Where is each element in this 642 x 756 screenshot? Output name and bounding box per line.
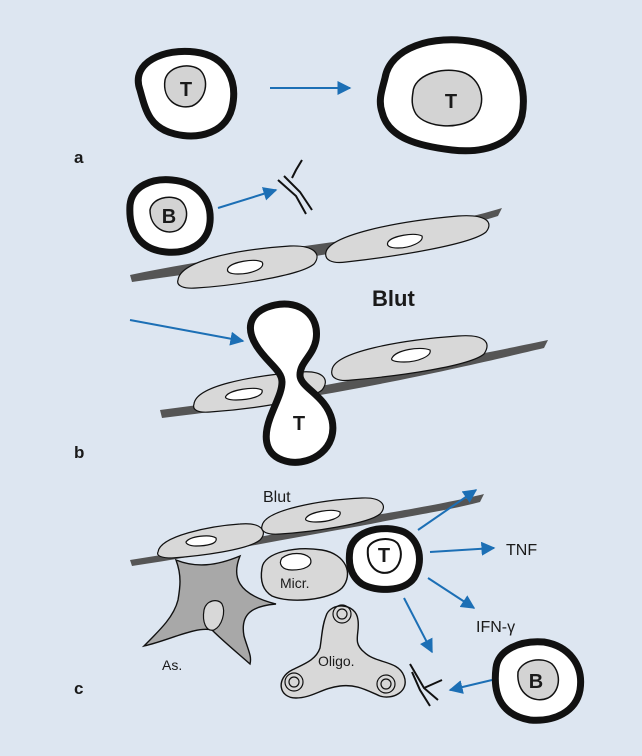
microglia: Micr. [261,549,347,600]
blood-label-c: Blut [263,489,291,506]
small-t-label: T [180,79,192,101]
panel-b-letter: b [74,443,84,462]
ifn-gamma-label: IFN-γ [476,619,515,636]
large-t-cell: T [380,40,523,151]
panel-c-letter: c [74,679,83,698]
migrating-t-label: T [293,413,305,435]
panel-a-letter: a [74,148,84,167]
t-cell-c-label: T [378,545,390,567]
b-cell-upper: B [130,180,210,253]
tnf-label: TNF [506,542,537,559]
microglia-label: Micr. [280,575,310,591]
b-cell-lower: B [495,642,580,721]
b-cell-label: B [162,206,176,228]
small-t-cell: T [138,51,233,136]
astrocyte-label: As. [162,657,182,673]
t-cell-c: T [349,529,419,590]
blood-label-b: Blut [372,286,415,311]
large-t-label: T [445,91,457,113]
oligodendrocyte-label: Oligo. [318,653,355,669]
b-cell-lower-label: B [529,671,543,693]
